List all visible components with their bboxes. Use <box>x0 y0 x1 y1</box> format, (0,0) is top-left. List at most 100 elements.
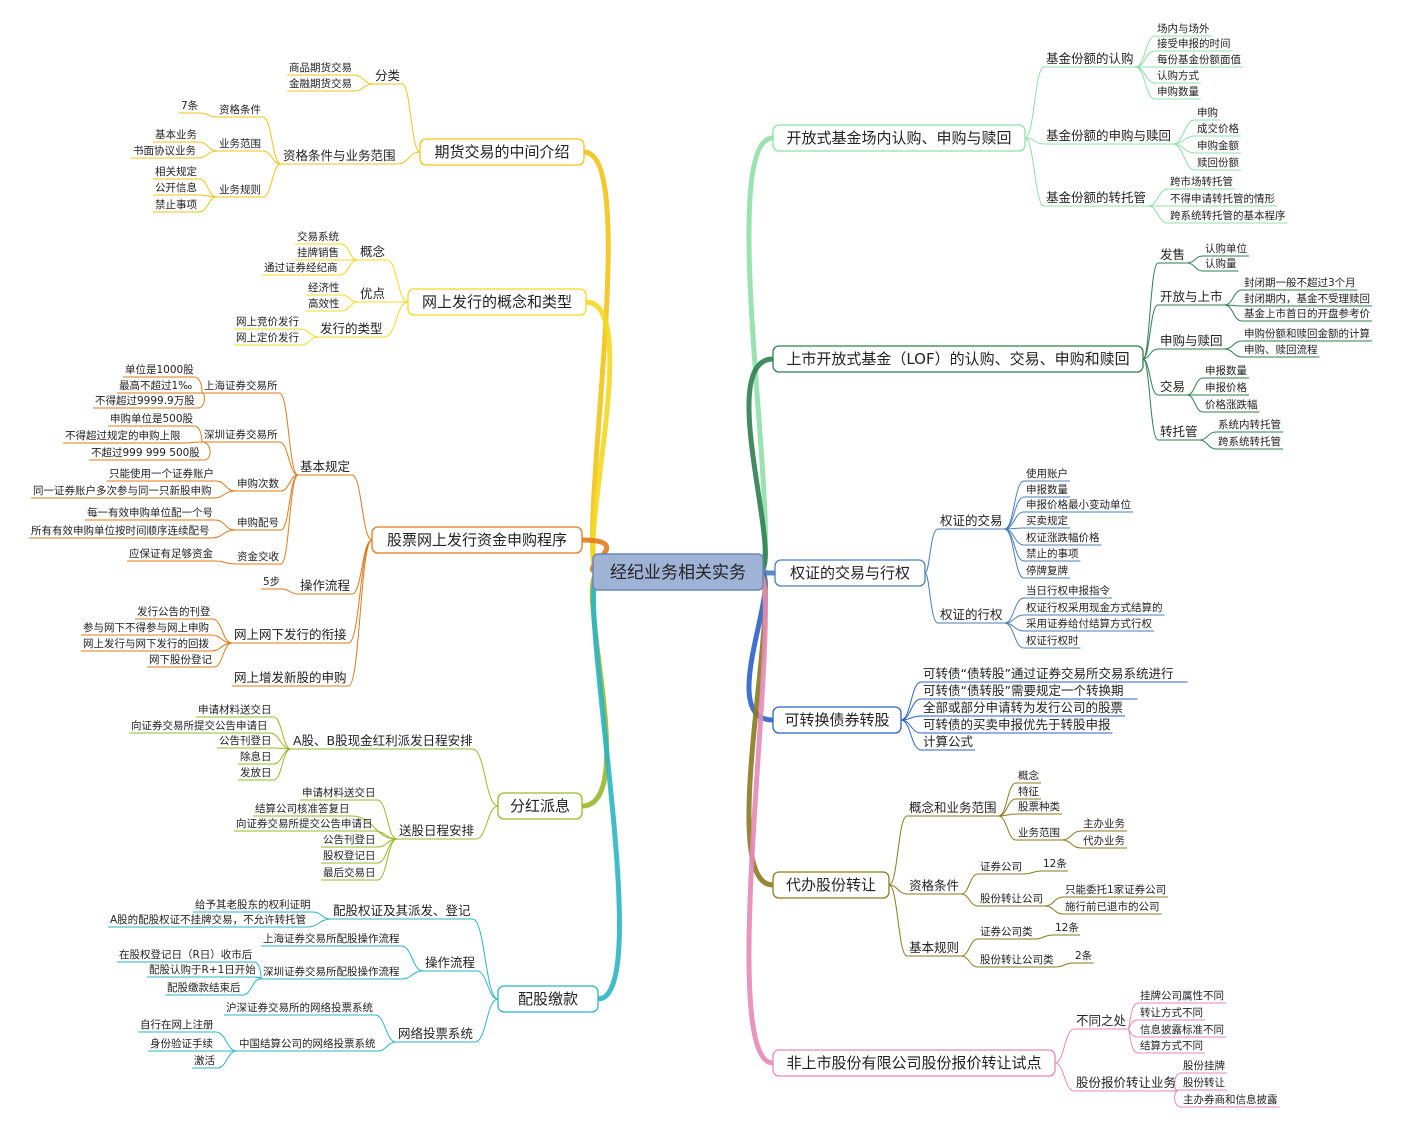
branch-node-3[interactable]: 股票网上发行资金申购程序 <box>371 526 583 554</box>
leaf-node[interactable]: 业务规则 <box>219 183 261 196</box>
leaf-node[interactable]: 系统内转托管 <box>1218 418 1281 431</box>
leaf-node[interactable]: 挂牌销售 <box>297 246 339 259</box>
topic-node[interactable]: 可转债“债转股”需要规定一个转换期 <box>923 683 1123 698</box>
topic-node[interactable]: 送股日程安排 <box>399 823 475 838</box>
leaf-node[interactable]: 自行在网上注册 <box>140 1018 214 1031</box>
leaf-node[interactable]: 向证券交易所提交公告申请日 <box>131 719 268 732</box>
leaf-node[interactable]: 施行前已退市的公司 <box>1065 900 1160 913</box>
leaf-node[interactable]: 转让方式不同 <box>1140 1006 1203 1019</box>
leaf-node[interactable]: 金融期货交易 <box>289 77 352 90</box>
leaf-node[interactable]: 发放日 <box>240 766 272 779</box>
leaf-node[interactable]: 申报数量 <box>1026 483 1068 496</box>
root-node[interactable]: 经纪业务相关实务 <box>592 553 764 591</box>
topic-node[interactable]: 资格条件与业务范围 <box>283 148 396 163</box>
leaf-node[interactable]: 股份转让公司类 <box>980 953 1054 966</box>
topic-node[interactable]: 操作流程 <box>425 955 476 970</box>
leaf-node[interactable]: 基本业务 <box>155 128 197 141</box>
topic-node[interactable]: 网上增发新股的申购 <box>234 670 347 685</box>
leaf-node[interactable]: 应保证有足够资金 <box>129 547 213 560</box>
leaf-node[interactable]: 网下股份登记 <box>149 653 212 666</box>
topic-node[interactable]: 网上网下发行的衔接 <box>234 627 347 642</box>
leaf-node[interactable]: 经济性 <box>308 281 340 294</box>
topic-node[interactable]: 交易 <box>1160 379 1185 394</box>
topic-node[interactable]: 计算公式 <box>923 734 974 749</box>
leaf-node[interactable]: 主办券商和信息披露 <box>1183 1093 1278 1106</box>
branch-node-4[interactable]: 分红派息 <box>497 792 583 820</box>
leaf-node[interactable]: 跨系统转托管 <box>1218 435 1281 448</box>
leaf-node[interactable]: A股的配股权证不挂牌交易，不允许转托管 <box>110 913 306 926</box>
leaf-node[interactable]: 给予其老股东的权利证明 <box>195 898 311 911</box>
leaf-node[interactable]: 使用账户 <box>1026 467 1068 480</box>
topic-node[interactable]: 优点 <box>360 286 385 301</box>
leaf-node[interactable]: 网上发行与网下发行的回拨 <box>83 637 209 650</box>
leaf-node[interactable]: 公开信息 <box>155 181 197 194</box>
topic-node[interactable]: 不同之处 <box>1076 1013 1127 1028</box>
leaf-node[interactable]: 每一有效申购单位配一个号 <box>87 506 213 519</box>
leaf-node[interactable]: 申购、赎回流程 <box>1244 343 1318 356</box>
leaf-node[interactable]: 向证券交易所提交公告申请日 <box>236 817 373 830</box>
leaf-node[interactable]: 12条 <box>1043 857 1067 870</box>
leaf-node[interactable]: 同一证券账户多次参与同一只新股申购 <box>33 484 212 497</box>
leaf-node[interactable]: 权证行权时 <box>1026 634 1079 647</box>
leaf-node[interactable]: 结算方式不同 <box>1140 1039 1203 1052</box>
topic-node[interactable]: 权证的交易 <box>940 513 1003 528</box>
leaf-node[interactable]: 只能使用一个证券账户 <box>109 467 214 480</box>
leaf-node[interactable]: 资金交收 <box>237 550 279 563</box>
leaf-node[interactable]: 接受申报的时间 <box>1157 37 1231 50</box>
leaf-node[interactable]: 代办业务 <box>1083 834 1125 847</box>
leaf-node[interactable]: 2条 <box>1075 949 1093 962</box>
leaf-node[interactable]: 赎回份额 <box>1197 156 1239 169</box>
branch-node-8[interactable]: 权证的交易与行权 <box>774 559 926 587</box>
leaf-node[interactable]: 跨系统转托管的基本程序 <box>1170 209 1286 222</box>
leaf-node[interactable]: 深圳证券交易所 <box>204 428 278 441</box>
leaf-node[interactable]: 公告刊登日 <box>323 833 376 846</box>
leaf-node[interactable]: 权证行权采用现金方式结算的 <box>1026 601 1163 614</box>
leaf-node[interactable]: 买卖规定 <box>1026 514 1068 527</box>
leaf-node[interactable]: 信息披露标准不同 <box>1140 1023 1224 1036</box>
leaf-node[interactable]: 股权登记日 <box>323 849 376 862</box>
leaf-node[interactable]: 价格涨跌幅 <box>1205 398 1258 411</box>
leaf-node[interactable]: 成交价格 <box>1197 122 1239 135</box>
leaf-node[interactable]: 上海证券交易所 <box>204 379 278 392</box>
leaf-node[interactable]: 在股权登记日（R日）收市后 <box>119 948 252 961</box>
topic-node[interactable]: 基金份额的认购 <box>1046 51 1134 66</box>
leaf-node[interactable]: 申报数量 <box>1205 364 1247 377</box>
topic-node[interactable]: 可转债的买卖申报优先于转股申报 <box>923 717 1111 732</box>
leaf-node[interactable]: 网上定价发行 <box>236 331 299 344</box>
leaf-node[interactable]: 相关规定 <box>155 165 197 178</box>
topic-node[interactable]: 配股权证及其派发、登记 <box>333 903 471 918</box>
leaf-node[interactable]: 结算公司核准答复日 <box>255 802 350 815</box>
leaf-node[interactable]: 最高不超过1‰ <box>119 379 192 392</box>
leaf-node[interactable]: 公告刊登日 <box>219 734 272 747</box>
leaf-node[interactable]: 申购金额 <box>1197 139 1239 152</box>
leaf-node[interactable]: 通过证券经纪商 <box>264 261 338 274</box>
leaf-node[interactable]: 股票种类 <box>1018 800 1060 813</box>
leaf-node[interactable]: 基金上市首日的开盘参考价 <box>1244 307 1370 320</box>
branch-node-6[interactable]: 开放式基金场内认购、申购与赎回 <box>772 124 1026 152</box>
topic-node[interactable]: 申购与赎回 <box>1160 333 1223 348</box>
topic-node[interactable]: 概念和业务范围 <box>909 800 997 815</box>
topic-node[interactable]: 全部或部分申请转为发行公司的股票 <box>923 700 1123 715</box>
leaf-node[interactable]: 资格条件 <box>219 103 261 116</box>
leaf-node[interactable]: 除息日 <box>240 750 272 763</box>
topic-node[interactable]: 资格条件 <box>909 878 959 893</box>
leaf-node[interactable]: 参与网下不得参与网上申购 <box>83 621 209 634</box>
branch-node-7[interactable]: 上市开放式基金（LOF）的认购、交易、申购和赎回 <box>772 345 1144 373</box>
leaf-node[interactable]: 不得申请转托管的情形 <box>1170 192 1275 205</box>
leaf-node[interactable]: 采用证券给付结算方式行权 <box>1026 617 1152 630</box>
leaf-node[interactable]: 只能委托1家证券公司 <box>1065 883 1166 896</box>
leaf-node[interactable]: 7条 <box>181 99 199 112</box>
leaf-node[interactable]: 跨市场转托管 <box>1170 175 1233 188</box>
leaf-node[interactable]: 申购数量 <box>1157 85 1199 98</box>
leaf-node[interactable]: 申请材料送交日 <box>302 786 376 799</box>
topic-node[interactable]: 发行的类型 <box>320 321 383 336</box>
leaf-node[interactable]: 申购单位是500股 <box>110 412 194 425</box>
topic-node[interactable]: 开放与上市 <box>1160 289 1223 304</box>
leaf-node[interactable]: 申购配号 <box>237 516 279 529</box>
branch-node-11[interactable]: 非上市股份有限公司股份报价转让试点 <box>772 1049 1056 1077</box>
branch-node-5[interactable]: 配股缴款 <box>497 985 599 1013</box>
topic-node[interactable]: 可转债“债转股”通过证券交易所交易系统进行 <box>923 666 1173 681</box>
leaf-node[interactable]: 不得超过9999.9万股 <box>95 394 195 407</box>
branch-node-1[interactable]: 期货交易的中间介绍 <box>419 138 585 166</box>
leaf-node[interactable]: 股份转让公司 <box>980 892 1043 905</box>
